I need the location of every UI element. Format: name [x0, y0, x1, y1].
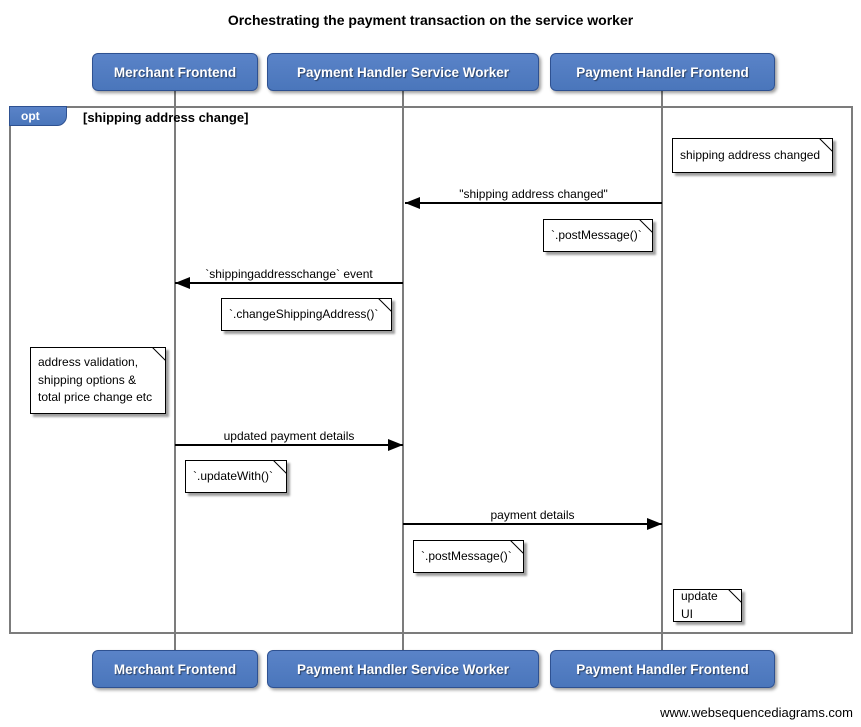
lifeline-payment-handler-frontend — [661, 91, 663, 650]
note-text: `.changeShippingAddress()` — [229, 306, 379, 321]
note-fold-icon — [152, 347, 166, 361]
message-line — [405, 202, 662, 204]
note-address-validation: address validation, shipping options & t… — [30, 347, 166, 414]
message-label: "shipping address changed" — [459, 187, 608, 201]
note-update-with: `.updateWith()` — [185, 460, 287, 493]
lifeline-payment-handler-service-worker — [402, 91, 404, 650]
actor-label: Payment Handler Service Worker — [296, 661, 510, 677]
actor-label: Payment Handler Service Worker — [296, 64, 510, 80]
arrowhead-right-icon — [647, 518, 662, 530]
message-line — [175, 282, 403, 284]
note-fold-icon — [639, 219, 653, 233]
message-shipping-address-changed: "shipping address changed" — [405, 185, 662, 209]
message-label: `shippingaddresschange` event — [205, 267, 373, 281]
actor-bottom-payment-handler-service-worker: Payment Handler Service Worker — [267, 650, 539, 688]
actor-label: Merchant Frontend — [113, 661, 237, 677]
actor-top-payment-handler-service-worker: Payment Handler Service Worker — [267, 53, 539, 91]
note-fold-icon — [273, 460, 287, 474]
note-text: `.postMessage()` — [551, 227, 642, 242]
note-text: `.updateWith()` — [193, 468, 274, 483]
note-change-shipping-address: `.changeShippingAddress()` — [221, 298, 392, 331]
actor-bottom-merchant-frontend: Merchant Frontend — [92, 650, 258, 688]
note-shipping-address-changed: shipping address changed — [672, 138, 833, 173]
note-text: update UI — [681, 589, 718, 621]
message-line — [175, 444, 403, 446]
actor-top-payment-handler-frontend: Payment Handler Frontend — [550, 53, 775, 91]
note-text: shipping address changed — [680, 147, 821, 162]
note-fold-icon — [819, 138, 833, 152]
message-label: updated payment details — [223, 429, 355, 443]
message-line — [403, 523, 662, 525]
actor-label: Merchant Frontend — [113, 64, 237, 80]
actor-bottom-payment-handler-frontend: Payment Handler Frontend — [550, 650, 775, 688]
arrowhead-right-icon — [388, 439, 403, 451]
note-post-message-2: `.postMessage()` — [413, 540, 524, 573]
message-shippingaddresschange-event: `shippingaddresschange` event — [175, 265, 403, 289]
actor-label: Payment Handler Frontend — [576, 661, 749, 677]
note-text: `.postMessage()` — [421, 548, 512, 563]
note-fold-icon — [728, 589, 742, 603]
note-post-message-1: `.postMessage()` — [543, 219, 653, 252]
arrowhead-left-icon — [175, 277, 190, 289]
actor-top-merchant-frontend: Merchant Frontend — [92, 53, 258, 91]
message-label: payment details — [490, 508, 575, 522]
note-text: address validation, shipping options & t… — [38, 355, 153, 405]
opt-fragment: opt [shipping address change] — [9, 106, 853, 634]
note-fold-icon — [510, 540, 524, 554]
actor-label: Payment Handler Frontend — [576, 64, 749, 80]
fragment-condition: [shipping address change] — [83, 110, 249, 125]
message-payment-details: payment details — [403, 506, 662, 530]
lifeline-merchant-frontend — [174, 91, 176, 650]
message-updated-payment-details: updated payment details — [175, 427, 403, 451]
note-update-ui: update UI — [673, 589, 742, 622]
fragment-operator-tab: opt — [9, 106, 67, 126]
diagram-title: Orchestrating the payment transaction on… — [227, 12, 634, 28]
watermark: www.websequencediagrams.com — [660, 705, 853, 720]
note-fold-icon — [378, 298, 392, 312]
arrowhead-left-icon — [405, 197, 420, 209]
